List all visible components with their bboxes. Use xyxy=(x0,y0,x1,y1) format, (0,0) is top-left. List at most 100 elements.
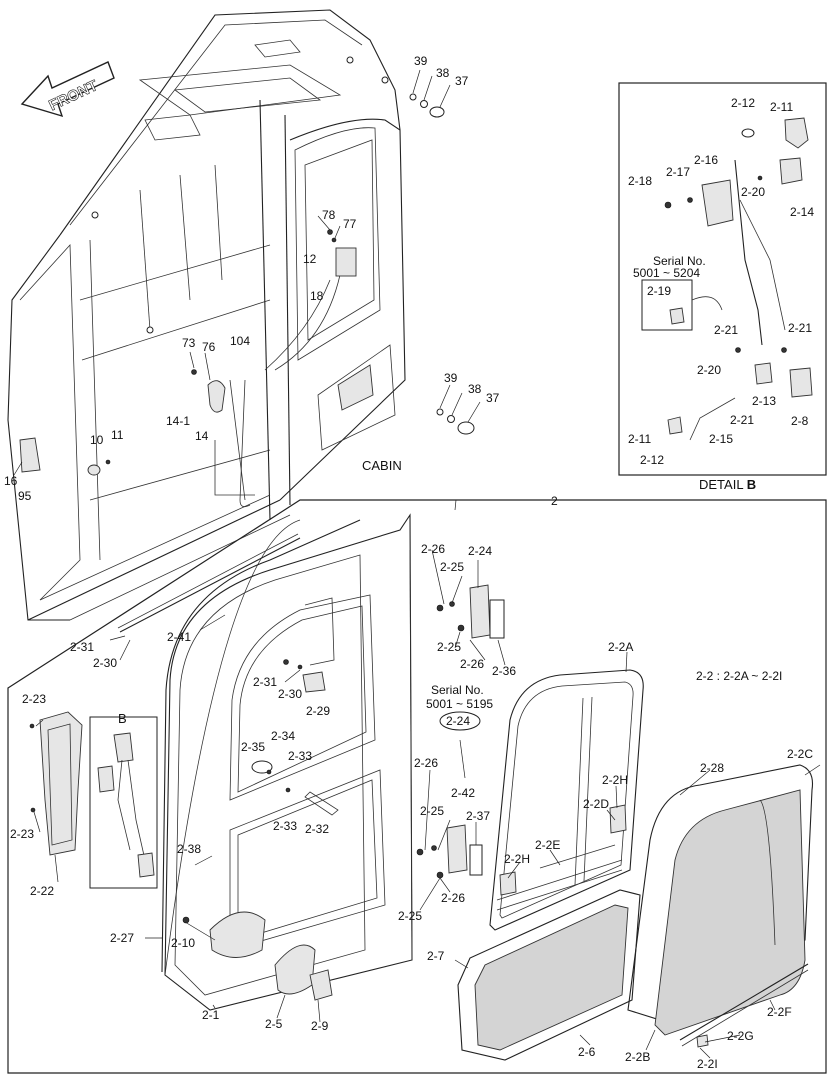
label-g2-2G: 2-2G xyxy=(727,1029,754,1043)
label-39-upper: 39 xyxy=(414,54,428,68)
label-g2-42: 2-42 xyxy=(451,786,475,800)
label-d2-8: 2-8 xyxy=(791,414,809,428)
label-g2-26b: 2-26 xyxy=(460,657,484,671)
view-b-frame xyxy=(89,716,158,889)
label-g2-7: 2-7 xyxy=(427,949,445,963)
label-g2-2D: 2-2D xyxy=(583,797,609,811)
detail-b-frame xyxy=(618,82,827,476)
handle-2-5 xyxy=(209,911,333,1001)
label-d2-12a: 2-12 xyxy=(731,96,755,110)
rod-2-41 xyxy=(119,537,301,633)
label-g2-31a: 2-31 xyxy=(70,640,94,654)
serial-door-line1: Serial No. xyxy=(431,683,484,697)
label-d2-14: 2-14 xyxy=(790,205,814,219)
label-g2-2A: 2-2A xyxy=(608,640,633,654)
label-g2-33a: 2-33 xyxy=(288,749,312,763)
label-g2-30b: 2-30 xyxy=(278,687,302,701)
label-16: 16 xyxy=(4,474,18,488)
label-g2-10: 2-10 xyxy=(171,936,195,950)
label-95: 95 xyxy=(18,489,32,503)
label-g2-30a: 2-30 xyxy=(93,656,117,670)
label-g2-2C: 2-2C xyxy=(787,747,813,761)
label-g2-31b: 2-31 xyxy=(253,675,277,689)
detail-b-parts xyxy=(641,117,813,441)
label-11: 11 xyxy=(111,428,124,442)
label-g2-26a: 2-26 xyxy=(421,542,445,556)
label-g2-34: 2-34 xyxy=(271,729,295,743)
bolt-set-upper xyxy=(409,69,451,118)
label-d2-18: 2-18 xyxy=(628,174,652,188)
label-g2-23b: 2-23 xyxy=(10,827,34,841)
label-g2-9: 2-9 xyxy=(311,1019,329,1033)
label-g2-2F: 2-2F xyxy=(767,1005,792,1019)
serial-door-line2: 5001 ~ 5195 xyxy=(426,697,493,711)
label-104: 104 xyxy=(230,334,250,348)
label-39-lower: 39 xyxy=(444,371,458,385)
label-12: 12 xyxy=(303,252,317,266)
label-37-upper: 37 xyxy=(455,74,469,88)
serial-ellipse-door xyxy=(439,711,481,731)
label-d2-21c: 2-21 xyxy=(730,413,754,427)
label-g2-38: 2-38 xyxy=(177,842,201,856)
latch-12 xyxy=(317,215,357,277)
label-d2-21a: 2-21 xyxy=(714,323,738,337)
label-g2-33b: 2-33 xyxy=(273,819,297,833)
label-g2-28: 2-28 xyxy=(700,761,724,775)
rail-2-2F xyxy=(679,963,809,1048)
serial-detail-line2: 5001 ~ 5204 xyxy=(633,266,700,280)
label-g2-2H-a: 2-2H xyxy=(602,773,628,787)
label-78: 78 xyxy=(322,208,336,222)
lever-14 xyxy=(189,351,226,413)
label-layer: 39 38 37 78 77 12 18 73 76 104 14-1 14 3… xyxy=(4,54,814,1071)
label-37-lower: 37 xyxy=(486,391,500,405)
label-g2-2B: 2-2B xyxy=(625,1050,650,1064)
label-d2-11a: 2-11 xyxy=(770,100,793,114)
clip-10 xyxy=(87,459,111,476)
bracket-16 xyxy=(13,437,41,476)
label-g2-27: 2-27 xyxy=(110,931,134,945)
label-d2-21b: 2-21 xyxy=(788,321,812,335)
detail-caption-prefix: DETAIL xyxy=(699,477,747,492)
label-g2-36: 2-36 xyxy=(492,664,516,678)
label-d2-20a: 2-20 xyxy=(741,185,765,199)
label-g2-5: 2-5 xyxy=(265,1017,283,1031)
label-g2-25d: 2-25 xyxy=(398,909,422,923)
seal-2-27 xyxy=(161,519,361,973)
label-d2-13: 2-13 xyxy=(752,394,776,408)
label-d2-11b: 2-11 xyxy=(628,432,651,446)
label-38-upper: 38 xyxy=(436,66,450,80)
label-g2-2H-b: 2-2H xyxy=(504,852,530,866)
serial-detail-line1: Serial No. xyxy=(653,254,706,268)
hinge-lower xyxy=(416,824,483,879)
door-latch-parts xyxy=(251,597,339,816)
view-b-parts xyxy=(97,732,155,878)
label-g2-26d: 2-26 xyxy=(441,891,465,905)
label-73: 73 xyxy=(182,336,196,350)
leader-lines xyxy=(33,499,821,1059)
cabin-frame xyxy=(7,9,406,621)
label-d2-16: 2-16 xyxy=(694,153,718,167)
label-g2-1: 2-1 xyxy=(202,1008,220,1022)
label-d2-17: 2-17 xyxy=(666,165,690,179)
label-14-1: 14-1 xyxy=(166,414,190,428)
cover-2-22 xyxy=(29,711,83,856)
glass-2-6 xyxy=(457,889,641,1061)
label-38-lower: 38 xyxy=(468,382,482,396)
hinge-upper xyxy=(436,584,505,639)
label-77: 77 xyxy=(343,217,357,231)
label-d2-12b: 2-12 xyxy=(640,453,664,467)
label-g2-26c: 2-26 xyxy=(414,756,438,770)
label-g2-6: 2-6 xyxy=(578,1045,596,1059)
label-g2-35: 2-35 xyxy=(241,740,265,754)
label-g2-25b: 2-25 xyxy=(437,640,461,654)
label-g2-24: 2-24 xyxy=(468,544,492,558)
label-d2-19: 2-19 xyxy=(647,284,671,298)
label-g2-2I: 2-2I xyxy=(697,1057,718,1071)
detail-caption: DETAIL B xyxy=(699,477,756,492)
door-panel xyxy=(164,513,413,1011)
label-g2-25c: 2-25 xyxy=(420,804,444,818)
label-g2-24-serial: 2-24 xyxy=(446,714,470,728)
detail-caption-letter: B xyxy=(747,477,756,492)
group-note: 2-2 : 2-2A ~ 2-2I xyxy=(696,669,782,683)
